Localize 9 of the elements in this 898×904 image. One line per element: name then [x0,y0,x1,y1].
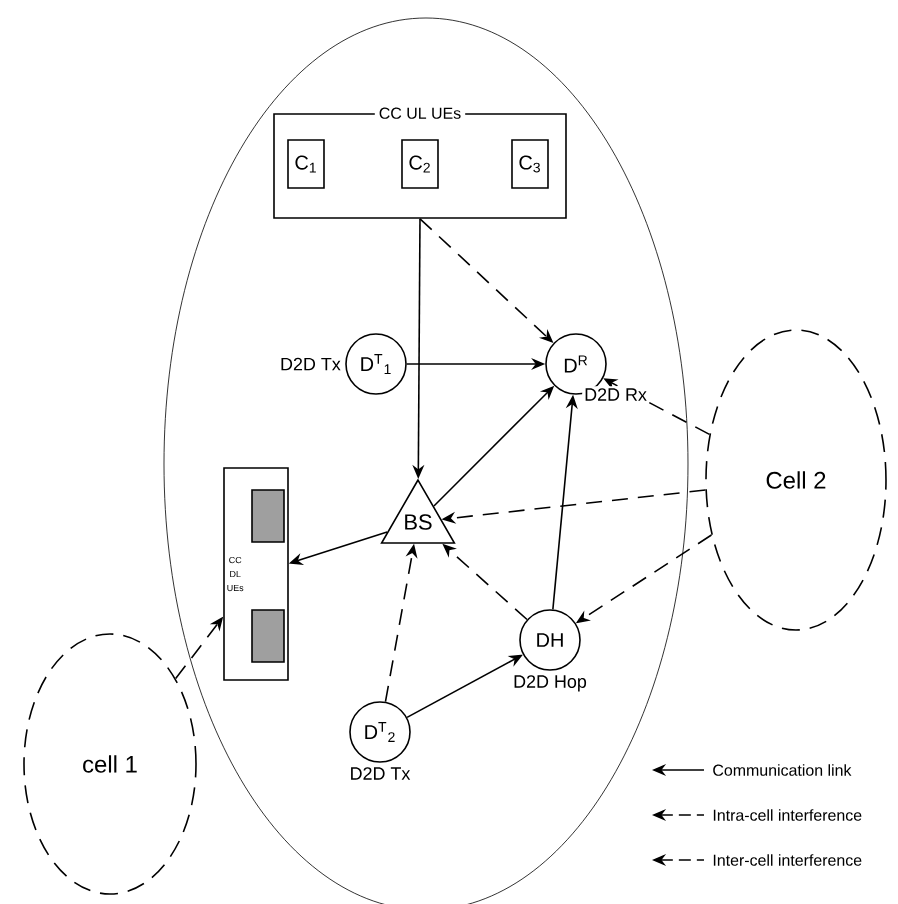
device-label: D2D Tx [347,765,413,782]
device-label: D2D Rx [582,386,649,403]
ue-box: C$_{3}$ [511,139,549,189]
ue-square [251,489,285,543]
device-label: D2D Hop [511,673,589,694]
ue-box: C$_{1}$ [287,139,325,189]
ue-square [251,609,285,663]
device-label: D2D Tx [278,355,343,373]
ue-box: C$_{2}$ [401,139,439,189]
